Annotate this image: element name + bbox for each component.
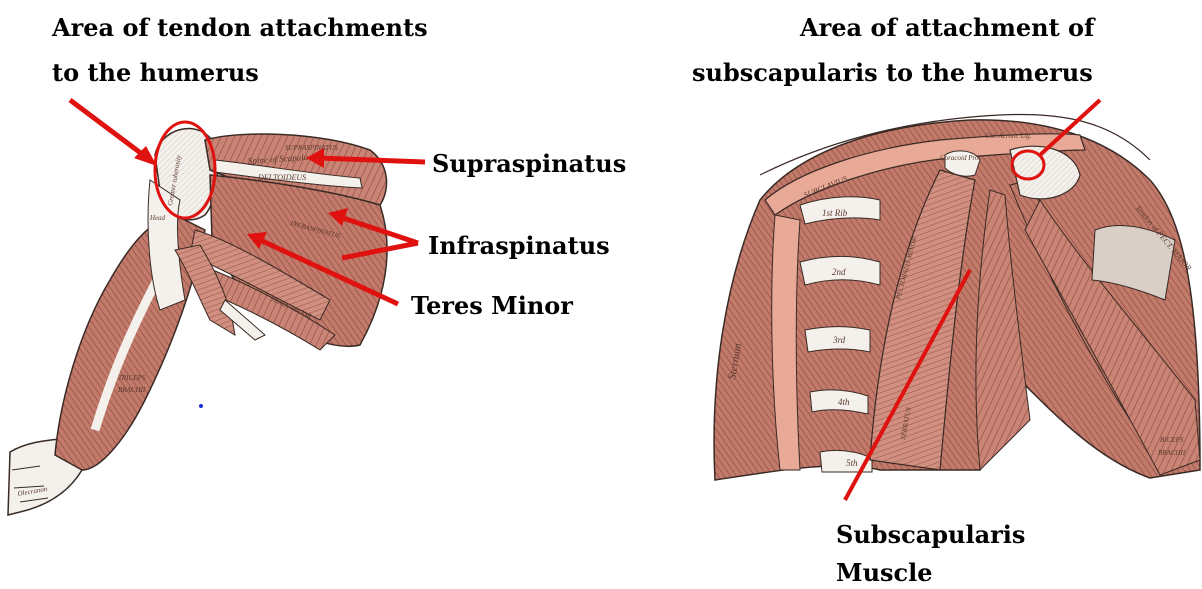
engraved-brachii-label: BRACHII	[1158, 449, 1186, 457]
engraved-coracoid-label: Coracoid Proc.	[940, 154, 984, 162]
engraved-rib5-label: 5th	[846, 458, 858, 468]
infraspinatus-label: Infraspinatus	[428, 230, 610, 262]
engraved-head-label: Head	[149, 214, 166, 222]
engraved-brachii-label: BRACHII	[118, 386, 146, 394]
subscapularis-label-line2: Muscle	[836, 557, 933, 589]
subscapularis-label-line1: Subscapularis	[836, 519, 1025, 551]
right-title-line1: Area of attachment of	[800, 12, 1094, 44]
attachment-arrow	[70, 100, 150, 160]
engraved-deltoideus-label: DELTOIDEUS	[257, 173, 306, 182]
supraspinatus-label: Supraspinatus	[432, 148, 626, 180]
engraved-rib1-label: 1st Rib	[822, 208, 848, 218]
left-arm-illustration: Spine of Scapula DELTOIDEUS SUPRASPINATU…	[8, 128, 387, 515]
engraved-rib3-label: 3rd	[832, 335, 846, 345]
engraved-rib4-label: 4th	[838, 397, 850, 407]
left-title-line1: Area of tendon attachments	[52, 12, 428, 44]
engraved-supraspinatus-label: SUPRASPINATUS	[285, 144, 338, 152]
engraved-cor-acrom-label: Cor. Acrom. Lig.	[985, 132, 1032, 140]
engraved-triceps-label: TRICEPS	[118, 374, 146, 382]
teres-minor-label: Teres Minor	[411, 290, 573, 322]
left-title-line2: to the humerus	[52, 57, 259, 89]
engraved-biceps-label: BICEPS	[1160, 436, 1184, 444]
engraved-rib2-label: 2nd	[832, 267, 846, 277]
right-title-line2: subscapularis to the humerus	[692, 57, 1093, 89]
